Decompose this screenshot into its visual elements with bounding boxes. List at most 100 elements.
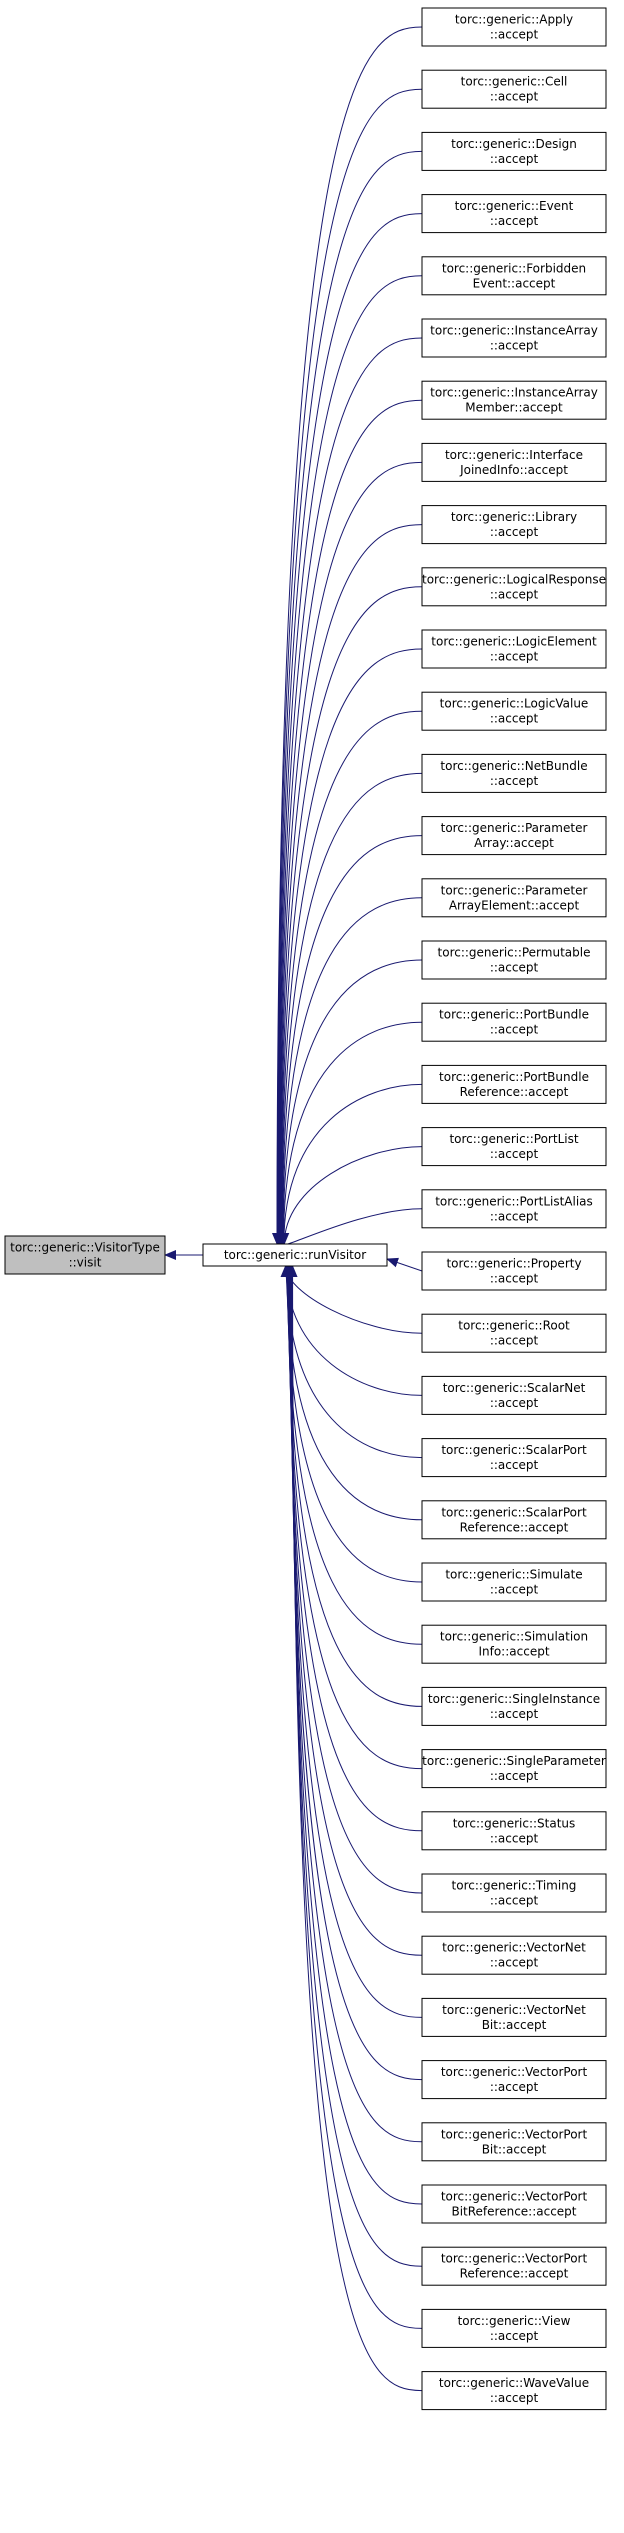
node-caller-28-label-line-1: torc::generic::SingleInstance: [428, 1692, 600, 1706]
node-caller-7-label-line-2: Member::accept: [465, 401, 563, 415]
node-caller-11-label-line-1: torc::generic::LogicElement: [431, 635, 597, 649]
node-caller-28[interactable]: torc::generic::SingleInstance::accept: [421, 1686, 607, 1726]
node-caller-10-label-line-1: torc::generic::LogicalResponse: [422, 572, 606, 586]
node-caller-18[interactable]: torc::generic::PortBundleReference::acce…: [421, 1064, 607, 1104]
node-caller-27-box: [421, 1624, 607, 1664]
node-caller-30-label-line-1: torc::generic::Status: [453, 1816, 576, 1830]
node-caller-35-label-line-2: Bit::accept: [482, 2142, 547, 2156]
node-caller-23-box: [421, 1375, 607, 1415]
node-caller-21-label-line-2: ::accept: [490, 1272, 539, 1286]
node-caller-12[interactable]: torc::generic::LogicValue::accept: [421, 691, 607, 731]
node-caller-4-label-line-1: torc::generic::Event: [455, 199, 574, 213]
edge-caller-13-to-runvisitor: [276, 772, 423, 1245]
node-caller-20[interactable]: torc::generic::PortListAlias::accept: [421, 1189, 607, 1229]
node-caller-12-label-line-1: torc::generic::LogicValue: [440, 697, 589, 711]
node-caller-32[interactable]: torc::generic::VectorNet::accept: [421, 1935, 607, 1975]
node-caller-6[interactable]: torc::generic::InstanceArray::accept: [421, 318, 607, 358]
node-caller-37-label-line-2: Reference::accept: [460, 2267, 569, 2281]
node-caller-23[interactable]: torc::generic::ScalarNet::accept: [421, 1375, 607, 1415]
node-caller-31-label-line-1: torc::generic::Timing: [452, 1879, 577, 1893]
node-caller-11[interactable]: torc::generic::LogicElement::accept: [421, 629, 607, 669]
edge-caller-11-to-runvisitor: [275, 648, 423, 1245]
edge-caller-22-to-runvisitor: [280, 1265, 423, 1334]
node-caller-36[interactable]: torc::generic::VectorPortBitReference::a…: [421, 2184, 607, 2224]
node-caller-3-label-line-2: ::accept: [490, 152, 539, 166]
node-caller-36-label-line-1: torc::generic::VectorPort: [441, 2190, 588, 2204]
node-caller-39[interactable]: torc::generic::WaveValue::accept: [421, 2371, 607, 2411]
node-caller-17[interactable]: torc::generic::PortBundle::accept: [421, 1002, 607, 1042]
node-caller-15-label-line-1: torc::generic::Parameter: [441, 883, 588, 897]
node-caller-30[interactable]: torc::generic::Status::accept: [421, 1811, 607, 1851]
node-caller-15[interactable]: torc::generic::ParameterArrayElement::ac…: [421, 878, 607, 918]
edge-caller-37-to-runvisitor: [286, 1265, 423, 2267]
edge-caller-23-to-runvisitor: [280, 1265, 423, 1396]
node-caller-21[interactable]: torc::generic::Property::accept: [421, 1251, 607, 1291]
node-caller-34[interactable]: torc::generic::VectorPort::accept: [421, 2060, 607, 2100]
edges-layer: [164, 26, 423, 2392]
node-caller-26-label-line-1: torc::generic::Simulate: [445, 1568, 582, 1582]
node-caller-22-box: [421, 1313, 607, 1353]
node-caller-17-box: [421, 1002, 607, 1042]
node-caller-34-label-line-1: torc::generic::VectorPort: [441, 2065, 588, 2079]
node-visitortype-visit[interactable]: torc::generic::VisitorType::visit: [4, 1235, 166, 1275]
node-caller-2[interactable]: torc::generic::Cell::accept: [421, 69, 607, 109]
node-caller-37[interactable]: torc::generic::VectorPortReference::acce…: [421, 2246, 607, 2286]
node-caller-21-label-line-1: torc::generic::Property: [446, 1257, 581, 1271]
edge-caller-20-to-runvisitor: [279, 1208, 423, 1256]
node-caller-23-label-line-1: torc::generic::ScalarNet: [443, 1381, 586, 1395]
edge-caller-25-to-runvisitor: [281, 1265, 423, 1521]
node-caller-8-label-line-2: JoinedInfo::accept: [459, 463, 568, 477]
node-caller-29-label-line-2: ::accept: [490, 1769, 539, 1783]
node-caller-9-label-line-1: torc::generic::Library: [451, 510, 577, 524]
node-caller-31-box: [421, 1873, 607, 1913]
node-caller-26[interactable]: torc::generic::Simulate::accept: [421, 1562, 607, 1602]
node-caller-19-label-line-1: torc::generic::PortList: [449, 1132, 578, 1146]
node-caller-1-label-line-2: ::accept: [490, 28, 539, 42]
edge-caller-10-to-runvisitor: [275, 586, 423, 1245]
node-caller-38-box: [421, 2308, 607, 2348]
node-caller-14-box: [421, 816, 607, 856]
node-caller-24[interactable]: torc::generic::ScalarPort::accept: [421, 1438, 607, 1478]
edge-caller-7-to-runvisitor: [274, 399, 423, 1245]
node-caller-13[interactable]: torc::generic::NetBundle::accept: [421, 753, 607, 793]
node-caller-13-label-line-1: torc::generic::NetBundle: [440, 759, 587, 773]
node-caller-11-box: [421, 629, 607, 669]
node-caller-29-box: [421, 1749, 607, 1789]
node-caller-23-label-line-2: ::accept: [490, 1396, 539, 1410]
node-caller-38[interactable]: torc::generic::View::accept: [421, 2308, 607, 2348]
node-caller-7[interactable]: torc::generic::InstanceArrayMember::acce…: [421, 380, 607, 420]
node-caller-16[interactable]: torc::generic::Permutable::accept: [421, 940, 607, 980]
node-caller-29[interactable]: torc::generic::SingleParameter::accept: [421, 1749, 607, 1789]
edge-caller-15-to-runvisitor: [277, 897, 423, 1245]
node-runvisitor[interactable]: torc::generic::runVisitor: [202, 1243, 388, 1267]
nodes-layer: torc::generic::VisitorType::visittorc::g…: [4, 7, 607, 2411]
node-caller-28-box: [421, 1686, 607, 1726]
node-caller-32-label-line-2: ::accept: [490, 1956, 539, 1970]
edge-caller-2-to-runvisitor: [272, 88, 423, 1245]
node-caller-1-box: [421, 7, 607, 47]
node-caller-25[interactable]: torc::generic::ScalarPortReference::acce…: [421, 1500, 607, 1540]
node-caller-19[interactable]: torc::generic::PortList::accept: [421, 1127, 607, 1167]
node-caller-7-label-line-1: torc::generic::InstanceArray: [430, 386, 598, 400]
node-caller-6-label-line-1: torc::generic::InstanceArray: [430, 324, 598, 338]
edge-caller-39-to-runvisitor: [287, 1265, 423, 2392]
node-caller-4-box: [421, 194, 607, 234]
node-caller-1[interactable]: torc::generic::Apply::accept: [421, 7, 607, 47]
node-caller-8[interactable]: torc::generic::InterfaceJoinedInfo::acce…: [421, 442, 607, 482]
edge-caller-6-to-runvisitor: [273, 337, 423, 1245]
node-caller-31[interactable]: torc::generic::Timing::accept: [421, 1873, 607, 1913]
node-caller-22[interactable]: torc::generic::Root::accept: [421, 1313, 607, 1353]
node-caller-28-label-line-2: ::accept: [490, 1707, 539, 1721]
node-caller-10[interactable]: torc::generic::LogicalResponse::accept: [421, 567, 607, 607]
node-caller-3[interactable]: torc::generic::Design::accept: [421, 131, 607, 171]
node-caller-12-box: [421, 691, 607, 731]
node-caller-30-box: [421, 1811, 607, 1851]
node-caller-9[interactable]: torc::generic::Library::accept: [421, 505, 607, 545]
node-caller-4[interactable]: torc::generic::Event::accept: [421, 194, 607, 234]
node-caller-25-label-line-2: Reference::accept: [460, 1520, 569, 1534]
